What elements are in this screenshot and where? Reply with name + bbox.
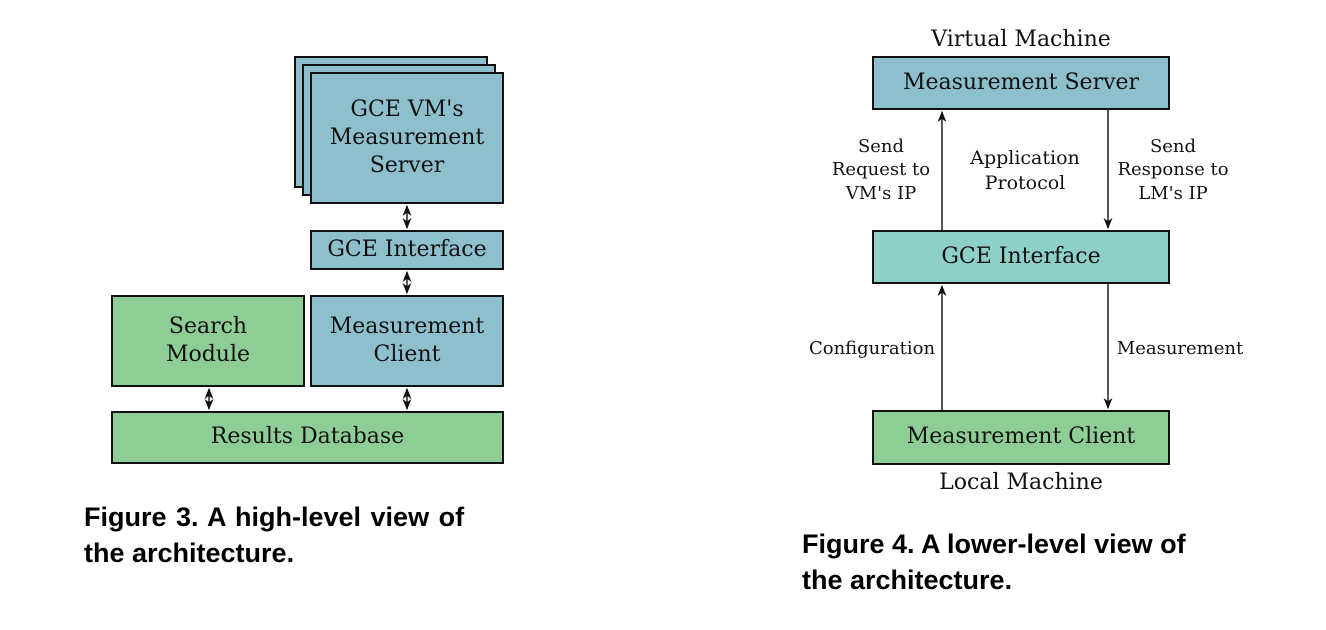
client-line-2: Client (373, 342, 441, 367)
search-line-2: Module (165, 342, 251, 367)
send-response-line-1: Send (1149, 136, 1197, 157)
protocol-line-1: Application (970, 147, 1080, 169)
measurement-server-label: Measurement Server (902, 69, 1140, 95)
figure-3-caption-line-1: Figure 3. A high-level view of (84, 502, 465, 532)
configuration-label: Configuration (808, 338, 936, 359)
search-line-1: Search (168, 313, 248, 339)
local-machine-label: Local Machine (939, 470, 1103, 495)
figure-3-caption-line-2: the architecture. (84, 537, 295, 568)
gce-interface-label: GCE Interface (327, 236, 487, 262)
gce-interface-node: GCE Interface (872, 230, 1170, 284)
send-response-line-3: LM's IP (1138, 182, 1208, 204)
gce-interface-node: GCE Interface (310, 230, 504, 270)
send-request-line-1: Send (857, 136, 905, 157)
server-line-2: Measurement (329, 124, 485, 150)
send-request-line-2: Request to (831, 159, 931, 181)
measurement-client-node: Measurement Client (872, 410, 1170, 465)
send-request-line-3: VM's IP (845, 182, 917, 204)
send-request-label: Send Request to VM's IP (826, 135, 936, 205)
measurement-client-node: Measurement Client (310, 295, 504, 387)
server-line-3: Server (369, 153, 445, 179)
results-database-node: Results Database (111, 411, 504, 464)
virtual-machine-label: Virtual Machine (931, 27, 1111, 52)
server-line-1: GCE VM's (350, 96, 464, 122)
figure-4-caption-line-2: the architecture. (802, 564, 1013, 595)
application-protocol-label: Application Protocol (955, 146, 1095, 195)
send-response-label: Send Response to LM's IP (1113, 135, 1233, 205)
figure-4-caption: Figure 4. A lower-level view of the arch… (802, 527, 1186, 599)
results-database-label: Results Database (210, 424, 405, 450)
protocol-line-2: Protocol (984, 171, 1066, 194)
search-module-node: Search Module (111, 295, 305, 387)
gce-interface-label: GCE Interface (941, 243, 1101, 269)
measurement-server-node: Measurement Server (872, 56, 1170, 110)
measurement-label: Measurement (1116, 338, 1244, 359)
figure-4-caption-line-1: Figure 4. A lower-level view of (802, 529, 1186, 559)
figure-3-caption: Figure 3. A high-level view of the archi… (84, 500, 464, 572)
measurement-server-node: GCE VM's Measurement Server (310, 72, 504, 204)
measurement-client-label: Measurement Client (906, 424, 1136, 450)
send-response-line-2: Response to (1117, 159, 1229, 181)
client-line-1: Measurement (329, 313, 485, 339)
